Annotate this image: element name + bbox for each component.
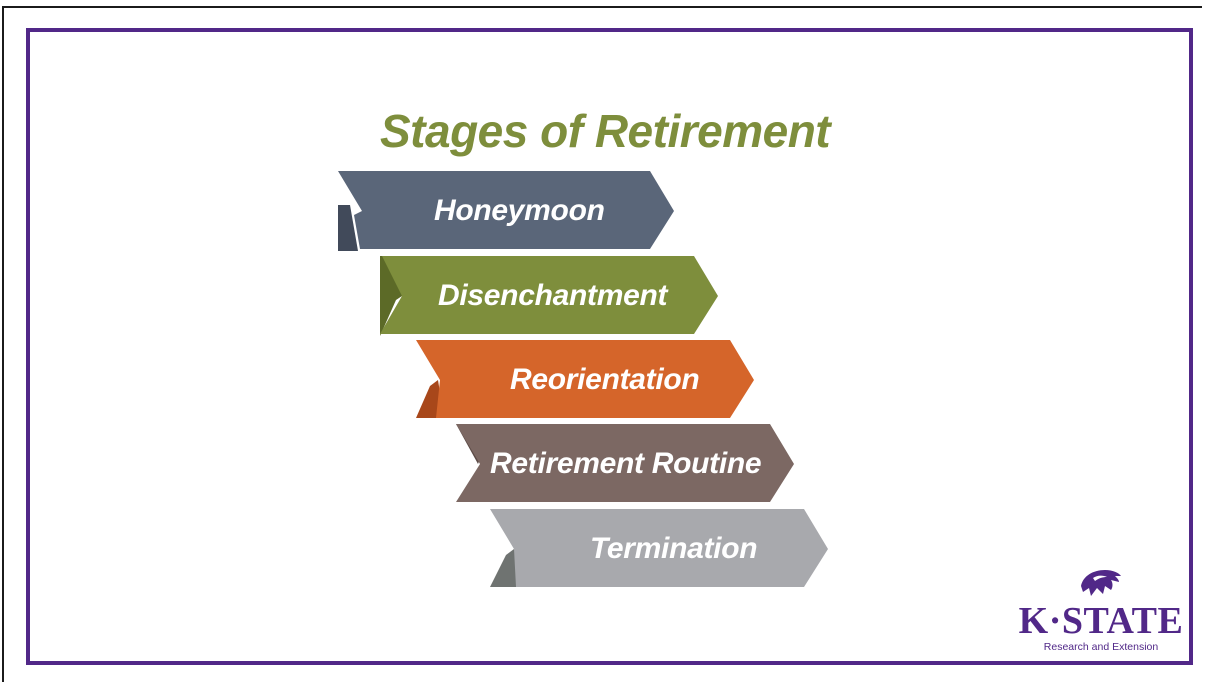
stage-label: Retirement Routine [490,447,762,480]
stage-label: Termination [590,532,758,565]
stage-retirement-routine: Retirement Routine [456,424,794,504]
ribbon-arrow-icon [490,509,828,587]
logo-wordmark: K·STATE [1018,600,1184,642]
stage-termination: Termination [490,509,828,589]
stage-label: Honeymoon [434,194,605,227]
window-frame [2,6,1202,682]
stage-label: Disenchantment [438,279,668,312]
wildcat-icon [1081,570,1121,596]
stage-honeymoon: Honeymoon [338,171,674,251]
ribbon-arrow-icon [416,340,754,418]
ribbon-arrow-icon [380,256,718,336]
stage-disenchantment: Disenchantment [380,256,718,336]
kstate-logo: K·STATE Research and Extension [1018,566,1184,662]
logo-subtitle: Research and Extension [1043,641,1159,653]
ribbon-arrow-icon [456,424,794,502]
stage-reorientation: Reorientation [416,340,754,420]
slide-title: Stages of Retirement [380,105,831,157]
stage-label: Reorientation [510,363,700,396]
ribbon-arrow-icon [338,171,674,251]
